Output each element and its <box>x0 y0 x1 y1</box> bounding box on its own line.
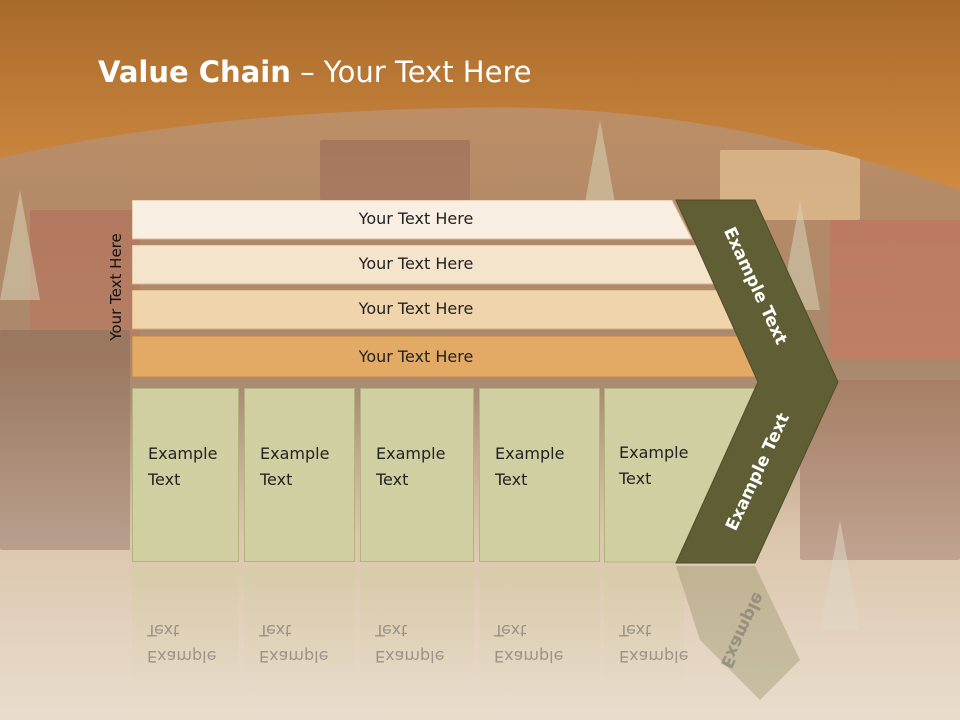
support-bar-1: Your Text Here <box>132 200 692 240</box>
activity-box-5: Example Text <box>604 388 704 562</box>
activity-box-2: Example Text <box>244 388 355 562</box>
title-rest: – Your Text Here <box>290 55 532 89</box>
box-label: Example Text <box>260 444 330 489</box>
box-label: Example Text <box>619 443 689 488</box>
support-bar-4: Your Text Here <box>132 336 764 378</box>
support-bar-2: Your Text Here <box>132 245 716 285</box>
bar-label: Your Text Here <box>358 209 474 228</box>
bar-shape <box>132 245 716 285</box>
activity-box-1: Example Text <box>132 388 239 562</box>
title-bold: Value Chain <box>98 55 291 89</box>
slide-title: Value Chain – Your Text Here <box>98 55 532 89</box>
box-label: Example Text <box>495 444 565 489</box>
header-band <box>0 0 960 190</box>
box-label: Example Text <box>148 444 218 489</box>
support-bar-3: Your Text Here <box>132 290 740 330</box>
activity-box-3: Example Text <box>360 388 474 562</box>
bar-label: Your Text Here <box>358 299 474 318</box>
bar-label: Your Text Here <box>358 254 474 273</box>
bar-label: Your Text Here <box>358 347 474 366</box>
box-label: Example Text <box>376 444 446 489</box>
bar-shape <box>132 336 764 378</box>
bar-shape <box>132 200 692 240</box>
activity-box-4: Example Text <box>479 388 600 562</box>
bar-shape <box>132 290 740 330</box>
